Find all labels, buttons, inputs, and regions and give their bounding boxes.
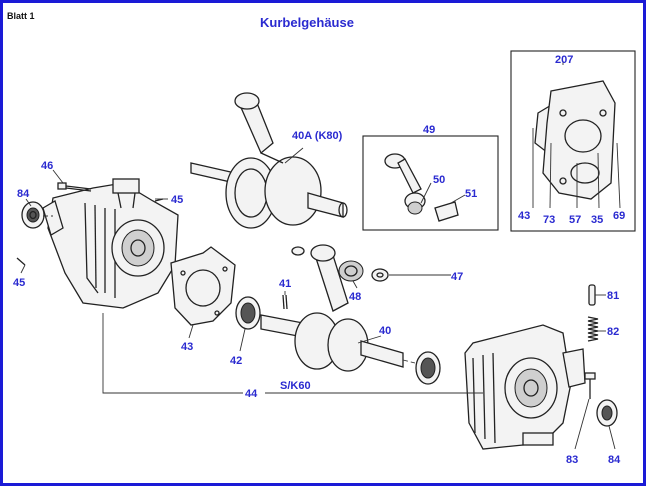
callout-207: 207 [555, 54, 573, 66]
callout-83: 83 [566, 454, 578, 466]
pin-41 [282, 294, 288, 310]
gasket-set-207 [534, 80, 616, 200]
callout-44: 44 [245, 388, 258, 400]
callout-82: 82 [607, 326, 619, 338]
crankcase-left-half [42, 178, 179, 309]
callout-45: 45 [13, 277, 25, 289]
callout-48: 48 [349, 291, 361, 303]
needle-bearing-48 [338, 260, 364, 282]
gasket-43 [170, 246, 236, 326]
diagram-title: Kurbelgehäuse [260, 15, 354, 30]
sheet-label: Blatt 1 [7, 11, 35, 21]
spring-82 [587, 316, 599, 342]
callout-42: 42 [230, 355, 242, 367]
screw-83 [584, 372, 596, 399]
dowel-pin-left [16, 257, 26, 266]
callout-73: 73 [543, 214, 555, 226]
callout-46: 46 [41, 160, 53, 172]
bearing-42 [235, 296, 261, 330]
leader-lines [20, 61, 621, 450]
callout-43: 43 [181, 341, 193, 353]
callout-50: 50 [433, 174, 445, 186]
callout-40a: 40A (K80) [292, 130, 343, 142]
callout-57: 57 [569, 214, 581, 226]
callout-43: 43 [518, 210, 530, 222]
pin-81 [588, 284, 596, 306]
diagram-frame: Blatt 1 Kurbelgehäuse [3, 3, 643, 483]
seal-ring-left [21, 201, 45, 229]
callout-45: 45 [171, 194, 183, 206]
assembly-lines [43, 215, 483, 394]
callout-69: 69 [613, 210, 625, 222]
crankshaft-40 [260, 244, 441, 385]
callout-84: 84 [608, 454, 621, 466]
callout-51: 51 [465, 188, 477, 200]
seal-ring-right [596, 399, 618, 427]
callout-84: 84 [17, 188, 30, 200]
callout-sk60: S/K60 [280, 380, 311, 392]
callout-49: 49 [423, 124, 435, 136]
callout-40: 40 [379, 325, 391, 337]
crankshaft-40a [190, 92, 348, 229]
callout-41: 41 [279, 278, 291, 290]
callout-35: 35 [591, 214, 603, 226]
callout-47: 47 [451, 271, 463, 283]
crankcase-right-half [464, 324, 586, 450]
kit-box-207 [510, 50, 636, 232]
connecting-rod-detail [384, 153, 459, 222]
callout-81: 81 [607, 290, 619, 302]
exploded-view-drawing: 46 84 45 45 43 42 41 40A (K80) 40 48 47 … [13, 50, 636, 466]
kit-box-49 [362, 135, 499, 231]
washer-47 [371, 268, 389, 282]
screw-46 [57, 182, 92, 192]
